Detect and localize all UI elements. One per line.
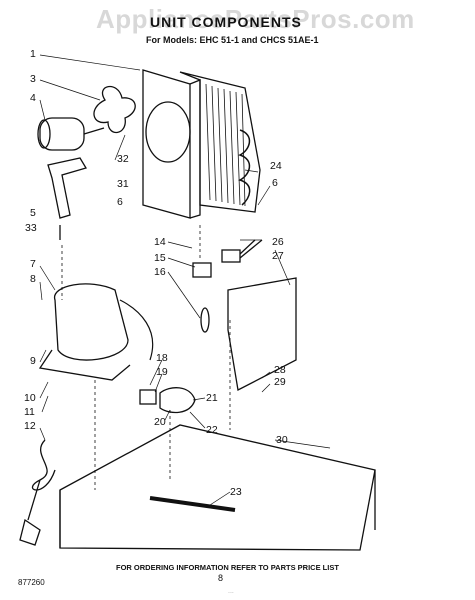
faint-mark: ...	[228, 588, 234, 595]
callout-20: 20	[154, 416, 166, 428]
callout-9: 9	[30, 355, 36, 367]
coil-tubing	[238, 129, 251, 206]
callout-11: 11	[24, 406, 35, 418]
coil-fins	[205, 83, 246, 207]
shroud-opening	[145, 101, 191, 163]
power-cord	[27, 439, 56, 521]
callout-10: 10	[24, 392, 36, 404]
callout-24: 24	[270, 160, 282, 172]
relay-small	[221, 249, 241, 263]
callout-5: 5	[30, 207, 36, 219]
shroud-edge	[189, 79, 201, 219]
callout-27: 27	[272, 250, 284, 262]
callout-1: 1	[30, 48, 36, 60]
fan-blade	[93, 85, 136, 134]
plug	[19, 518, 41, 546]
callout-28: 28	[274, 364, 286, 376]
callout-31: 31	[117, 178, 129, 190]
drier-tube	[149, 496, 236, 512]
compressor	[54, 283, 129, 361]
callout-4: 4	[30, 92, 36, 104]
thermostat	[200, 307, 210, 333]
terminal-cover	[159, 387, 196, 414]
callout-33: 33	[25, 222, 37, 234]
callout-14: 14	[154, 236, 166, 248]
diagram-subtitle: For Models: EHC 51-1 and CHCS 51AE-1	[146, 35, 319, 45]
callout-15: 15	[154, 252, 166, 264]
callout-32: 32	[117, 153, 129, 165]
watermark: AppliancePartsPros.com	[96, 4, 415, 34]
callout-6-a: 6	[117, 196, 123, 208]
callout-21: 21	[206, 392, 218, 404]
overload-relay	[139, 389, 157, 405]
fan-shroud	[142, 69, 191, 219]
callout-22: 22	[206, 424, 218, 436]
capacitor-bracket	[227, 277, 297, 391]
page-number: 8	[218, 573, 224, 583]
base-pan	[59, 424, 376, 551]
ordering-note: FOR ORDERING INFORMATION REFER TO PARTS …	[116, 563, 339, 572]
callout-23: 23	[230, 486, 242, 498]
callout-18: 18	[156, 352, 168, 364]
motor-bracket	[47, 157, 87, 219]
callout-7: 7	[30, 258, 36, 270]
callout-8: 8	[30, 273, 36, 285]
callout-6-b: 6	[272, 177, 278, 189]
fan-motor	[39, 117, 85, 151]
callout-12: 12	[24, 420, 36, 432]
callout-19: 19	[156, 366, 168, 378]
drawing-code: 877260	[18, 578, 45, 587]
condenser-coil	[179, 71, 261, 213]
callout-30: 30	[276, 434, 288, 446]
callout-3: 3	[30, 73, 36, 85]
callout-26: 26	[272, 236, 284, 248]
diagram-title: UNIT COMPONENTS	[150, 14, 302, 30]
compressor-tubing	[119, 299, 154, 361]
callout-29: 29	[274, 376, 286, 388]
callout-16: 16	[154, 266, 166, 278]
capacitor	[192, 262, 212, 278]
